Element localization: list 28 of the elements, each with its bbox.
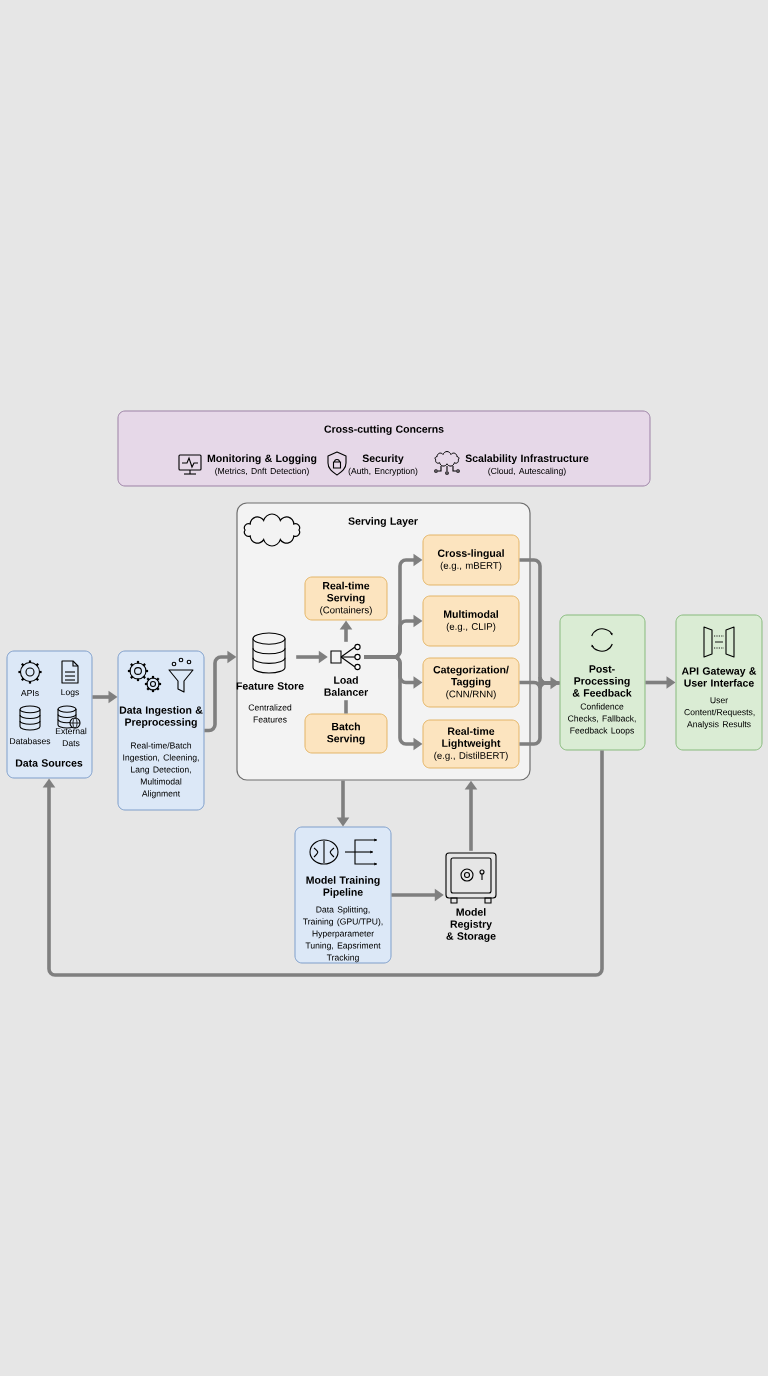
model-box: Multimodal (e.g., CLIP)	[422, 595, 520, 647]
process-box: Post-Processing & Feedback Confidence Checks, Fallback, Feedback Loops	[559, 614, 646, 751]
node-label: Feature Store Centralized Features	[236, 682, 304, 723]
panel-box: Cross-cutting Concerns Monitoring & Logging (Metrics, Dnft Detection) Security (Auth, Encryption) Scalability Infrastructure (Cloud, Autescaling)	[117, 410, 651, 487]
node-label: Load Balancer	[324, 676, 368, 696]
model-box: Categorization/ Tagging (CNN/RNN)	[422, 657, 520, 708]
node-label: External Dats	[55, 727, 87, 747]
node-label: Data Sources	[15, 759, 83, 767]
node-label: Monitoring & Logging	[207, 454, 317, 465]
model-box: Batch Serving	[304, 713, 388, 754]
process-box: Data Ingestion & Preprocessing Real-time/Batch Ingestion, Cleening, Lang Detection, Multimodal Alignment	[117, 650, 205, 811]
node-label: Scalability Infrastructure	[465, 454, 589, 465]
model-box: Real-time Serving (Containers)	[304, 576, 388, 621]
source-box: APIs Logs Databases External Dats Data Sources	[6, 650, 93, 779]
node-label: Logs	[61, 689, 79, 697]
model-box: Real-time Lightweight (e.g., DistilBERT)	[422, 719, 520, 769]
process-box: API Gateway & User Interface User Content/Requests, Analysis Results	[675, 614, 763, 751]
arrow	[42, 750, 604, 977]
node-label: Cross-cutting Concerns	[324, 425, 444, 435]
node-label: Security	[362, 454, 404, 465]
node-label: (Metrics, Dnft Detection)	[215, 467, 309, 476]
model-box: Cross-lingual (e.g., mBERT)	[422, 534, 520, 586]
process-box: Model Training Pipeline Data Splitting, Training (GPU/TPU), Hyperparameter Tuning, Eapsriment Tracking	[294, 826, 392, 964]
node-label: (Cloud, Autescaling)	[488, 467, 566, 476]
node-label: (Auth, Encryption)	[348, 467, 418, 476]
node-label: Model Registry & Storage	[446, 908, 496, 942]
node-label: APIs	[20, 690, 39, 696]
node-label: Databases	[10, 737, 51, 745]
